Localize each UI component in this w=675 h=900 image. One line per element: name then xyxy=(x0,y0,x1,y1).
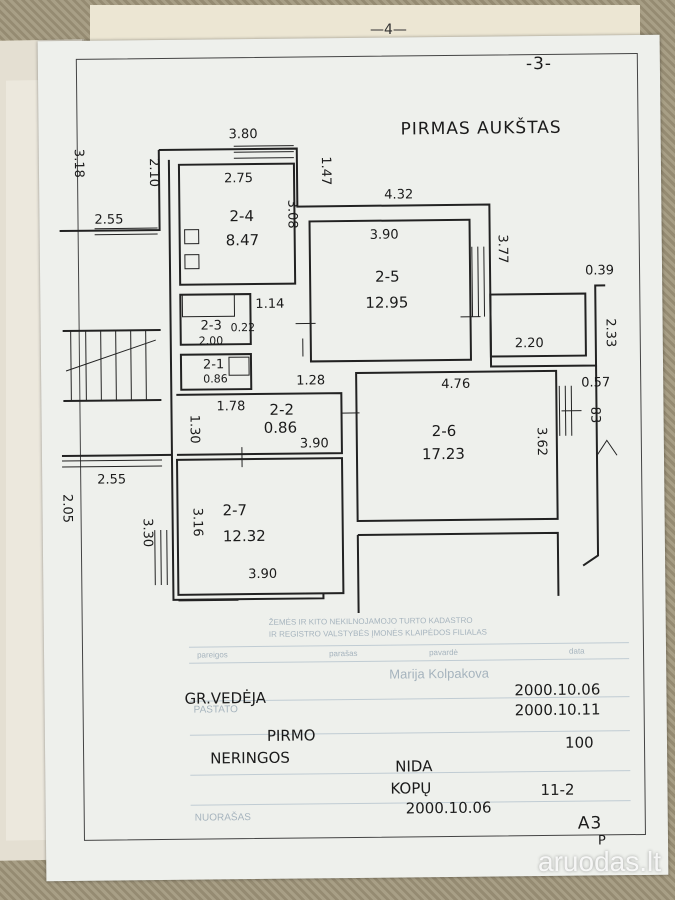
dimension-label: 3.77 xyxy=(494,234,510,264)
dimension-label: 0.86 xyxy=(203,372,228,386)
room-area: 0.86 xyxy=(263,418,298,437)
scale-value: 100 xyxy=(564,733,594,752)
dimension-label: 3.80 xyxy=(228,126,258,143)
role-label: GR.VEDĖJA xyxy=(184,688,267,708)
room-number: 2-3 xyxy=(200,318,222,334)
page-title: PIRMAS AUKŠTAS xyxy=(400,117,562,140)
dimension-label: 2.33 xyxy=(602,318,618,348)
floor-word: PIRMO xyxy=(266,726,316,745)
code-value: 11-2 xyxy=(540,780,575,800)
dimension-label: 3.18 xyxy=(70,148,87,178)
dimension-label: 3.08 xyxy=(284,199,300,229)
dimension-label: 2.55 xyxy=(94,212,124,228)
dimension-label: 2.05 xyxy=(59,493,75,524)
stairs xyxy=(65,339,156,372)
sink xyxy=(184,254,200,270)
dimension-label: 1.14 xyxy=(255,296,285,313)
dimension-label: 4.76 xyxy=(441,376,471,393)
room-number: 2-1 xyxy=(202,357,225,373)
town-name: NIDA xyxy=(395,757,433,776)
stove xyxy=(184,229,200,245)
stamp-date-2: 2000.10.11 xyxy=(514,700,601,720)
wall xyxy=(167,159,325,601)
wall xyxy=(59,150,161,233)
dimension-label: 1.28 xyxy=(296,373,326,389)
wall xyxy=(596,439,618,456)
stamp-date-1: 2000.10.06 xyxy=(514,680,601,700)
window xyxy=(94,227,158,236)
window xyxy=(471,246,486,317)
dimension-label: 0.22 xyxy=(230,321,256,335)
door xyxy=(241,316,582,468)
room-number: 2-4 xyxy=(229,207,255,226)
dimension-label: 0.57 xyxy=(581,375,611,391)
dimension-label: 2.20 xyxy=(514,335,544,352)
dimension-label: 3.90 xyxy=(248,566,278,583)
window xyxy=(178,593,239,602)
wall xyxy=(175,457,345,596)
floor-plan-sheet: ŽEMĖS IR KITO NEKILNOJAMOJO TURTO KADAST… xyxy=(37,34,669,882)
dimension-label: 3.16 xyxy=(189,507,205,537)
window xyxy=(62,459,163,468)
wall xyxy=(62,329,162,403)
dimension-label: 1.47 xyxy=(317,156,334,186)
room-number: 2-7 xyxy=(222,501,248,520)
dimension-label: 1.78 xyxy=(216,399,246,415)
wall xyxy=(179,353,253,391)
main-date: 2000.10.06 xyxy=(405,798,492,818)
wall xyxy=(308,218,472,363)
kopu-word: KOPŲ xyxy=(390,779,432,798)
dimension-label: 0.39 xyxy=(584,263,615,279)
dimension-label: 2.75 xyxy=(223,171,254,187)
page-number: -3- xyxy=(525,53,553,75)
bathtub xyxy=(181,293,236,318)
watermark-logo: aruodas.lt xyxy=(538,846,661,877)
street-name: NERINGOS xyxy=(210,748,290,768)
floor-plan-drawing xyxy=(59,145,618,613)
toilet xyxy=(228,356,250,376)
wall xyxy=(582,365,600,567)
dimension-label: 3.90 xyxy=(299,436,329,452)
dimension-label: 3.62 xyxy=(533,426,549,457)
dimension-label: 4.32 xyxy=(384,187,414,203)
room-number: 2-2 xyxy=(269,400,295,419)
wall xyxy=(61,453,172,458)
dimension-label: 1.30 xyxy=(186,414,202,444)
page-number-top: —4— xyxy=(370,22,407,38)
room-number: 2-5 xyxy=(375,267,400,286)
room-area: 17.23 xyxy=(421,444,466,464)
window xyxy=(154,529,168,586)
wall xyxy=(489,292,587,358)
wall xyxy=(177,162,297,286)
dimension-label: 2.55 xyxy=(97,472,127,488)
dimension-label: 3.90 xyxy=(369,227,399,243)
window xyxy=(233,145,294,159)
dimension-label: 3.30 xyxy=(139,518,155,548)
room-area: 12.32 xyxy=(222,526,266,546)
dimension-label: 83 xyxy=(587,406,603,424)
wall xyxy=(355,369,559,522)
dimension-label: 2.10 xyxy=(145,158,162,188)
room-area: 8.47 xyxy=(225,230,260,250)
wall xyxy=(158,147,606,368)
stairs xyxy=(70,330,147,401)
wall xyxy=(176,392,343,456)
format-label: A3 xyxy=(577,813,603,834)
room-area: 12.95 xyxy=(365,293,409,312)
dimension-label: 2.00 xyxy=(198,334,224,348)
room-number: 2-6 xyxy=(431,421,457,441)
wall xyxy=(356,531,560,613)
